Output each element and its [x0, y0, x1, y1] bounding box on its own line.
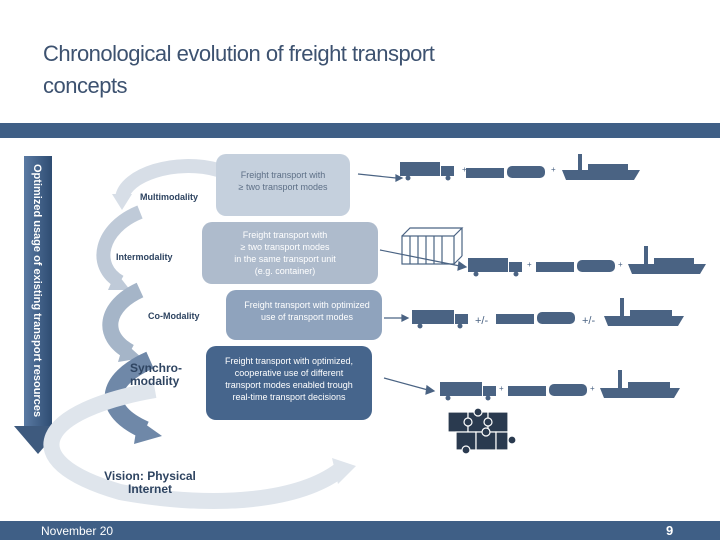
- transport-scene-row1: + +: [400, 154, 640, 181]
- footer-band: November 20 9: [0, 521, 720, 540]
- resource-usage-label: Optimized usage of existing transport re…: [31, 164, 43, 417]
- desc-line: ≥ two transport modes: [241, 242, 330, 252]
- stage-synchromodality-label-2: modality: [130, 374, 180, 388]
- connector-sign: +/-: [475, 315, 488, 327]
- stage-comodality-label: Co-Modality: [148, 311, 200, 321]
- vision-label-1: Vision: Physical: [104, 469, 196, 483]
- desc-line: (e.g. container): [255, 266, 316, 276]
- stage-synchromodality-label-1: Synchro-: [130, 361, 182, 375]
- train-icon: [536, 260, 615, 272]
- stage-multimodality-label: Multimodality: [140, 192, 198, 202]
- page-number: 9: [666, 523, 674, 538]
- train-icon: [508, 384, 587, 396]
- truck-icon: [440, 382, 496, 401]
- connector-sign: +: [499, 384, 504, 393]
- truck-icon: [412, 310, 468, 329]
- desc-line: real-time transport decisions: [232, 392, 346, 402]
- header-band: [0, 123, 720, 138]
- puzzle-icon: [447, 407, 517, 455]
- connector-sign: +: [551, 165, 556, 174]
- slide-title: Chronological evolution of freight trans…: [43, 41, 435, 98]
- truck-icon: [468, 258, 522, 277]
- desc-line: use of transport modes: [261, 312, 354, 322]
- train-icon: [466, 166, 545, 178]
- truck-icon: [400, 162, 454, 181]
- vision-label-2: Internet: [128, 482, 172, 496]
- train-icon: [496, 312, 575, 324]
- transport-scene-row3: +/- +/-: [412, 298, 684, 329]
- connector-sign: +: [527, 260, 532, 269]
- desc-line: ≥ two transport modes: [239, 182, 328, 192]
- connector-sign: +/-: [582, 315, 595, 327]
- desc-line: cooperative use of different: [235, 368, 344, 378]
- ship-icon: [562, 154, 640, 180]
- description-box-comodality: Freight transport with optimized use of …: [226, 290, 382, 340]
- description-box-multimodality: Freight transport with ≥ two transport m…: [216, 154, 350, 216]
- desc-line: transport modes enabled trough: [225, 380, 353, 390]
- connector-arrows: [357, 173, 468, 395]
- freight-concepts-diagram: Optimized usage of existing transport re…: [0, 140, 720, 524]
- transport-scene-row2: + +: [401, 227, 706, 277]
- ship-icon: [600, 370, 680, 398]
- transport-scene-row4: + +: [440, 370, 680, 401]
- ship-icon: [628, 246, 706, 274]
- connector-sign: +: [462, 165, 467, 174]
- connector-sign: +: [590, 384, 595, 393]
- container-icon: [401, 227, 464, 265]
- evolution-spiral: [43, 159, 356, 509]
- desc-line: Freight transport with optimized,: [225, 356, 353, 366]
- stage-intermodality-label: Intermodality: [116, 252, 173, 262]
- description-box-intermodality: Freight transport with ≥ two transport m…: [202, 222, 378, 284]
- connector-sign: +: [618, 260, 623, 269]
- desc-line: Freight transport with: [243, 230, 328, 240]
- resource-usage-arrow: Optimized usage of existing transport re…: [14, 156, 62, 454]
- desc-line: in the same transport unit: [234, 254, 336, 264]
- description-box-synchromodality: Freight transport with optimized, cooper…: [206, 346, 372, 420]
- ship-icon: [604, 298, 684, 326]
- desc-line: Freight transport with: [241, 170, 326, 180]
- footer-date: November 20: [41, 524, 114, 538]
- desc-line: Freight transport with optimized: [244, 300, 370, 310]
